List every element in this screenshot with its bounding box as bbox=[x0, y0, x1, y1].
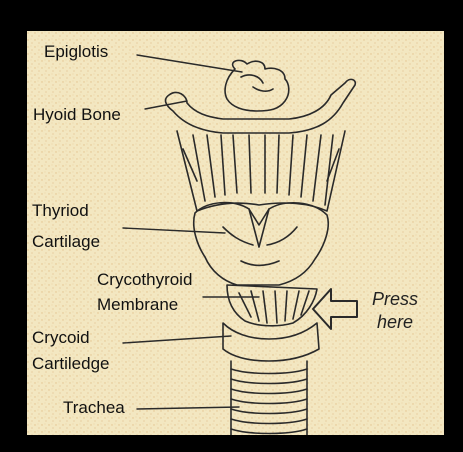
label-thyroid-line1: Thyriod bbox=[32, 200, 89, 222]
label-thyroid-line2: Cartilage bbox=[32, 231, 100, 253]
label-epiglottis: Epiglotis bbox=[44, 41, 108, 63]
label-cricoid-line1: Crycoid bbox=[32, 327, 90, 349]
press-here-line1: Press bbox=[372, 289, 418, 310]
label-trachea: Trachea bbox=[63, 397, 125, 419]
label-cricothyroid-line1: Crycothyroid bbox=[97, 269, 192, 291]
press-here-line2: here bbox=[377, 312, 413, 333]
label-cricothyroid-line2: Membrane bbox=[97, 294, 178, 316]
label-hyoid-bone: Hyoid Bone bbox=[33, 104, 121, 126]
label-cricoid-line2: Cartiledge bbox=[32, 353, 110, 375]
diagram-panel: Epiglotis Hyoid Bone Thyriod Cartilage C… bbox=[27, 31, 444, 435]
